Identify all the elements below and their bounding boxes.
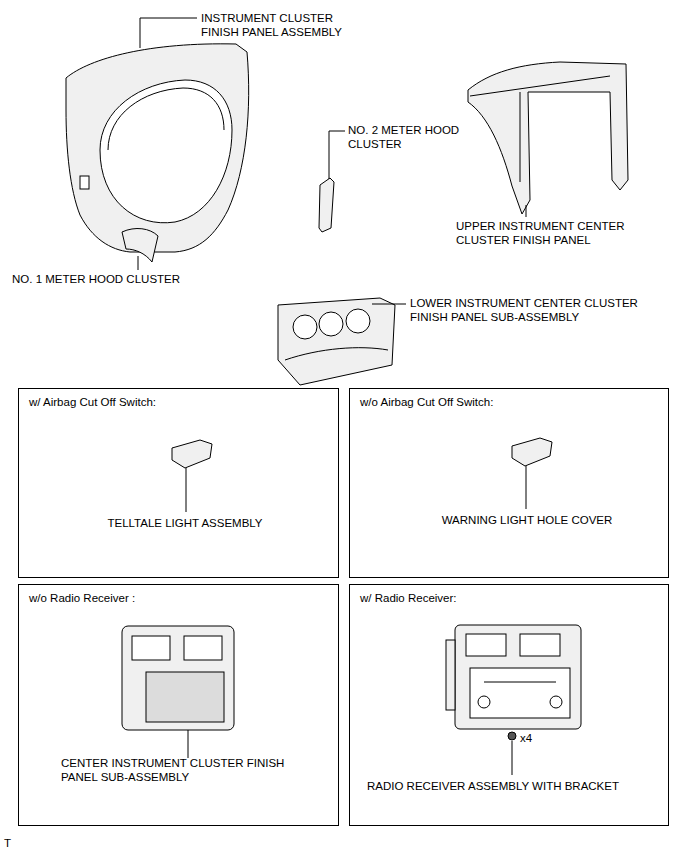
cluster-inner-rim	[108, 88, 224, 150]
meter-hood-1	[122, 229, 158, 262]
radio-slot	[484, 682, 556, 683]
radio-vent	[466, 634, 506, 656]
lower-panel-edge	[285, 348, 388, 360]
leader-line	[526, 466, 527, 509]
part-name: CENTER INSTRUMENT CLUSTER FINISH PANEL S…	[61, 756, 311, 784]
panel-opening	[146, 672, 224, 722]
part-name: INSTRUMENT CLUSTER FINISH PANEL ASSEMBLY	[201, 11, 361, 39]
leader-line	[526, 205, 527, 217]
option-heading: w/ Radio Receiver:	[360, 591, 457, 605]
part-name: WARNING LIGHT HOLE COVER	[397, 513, 657, 527]
part-name: NO. 2 METER HOOD CLUSTER	[348, 123, 473, 151]
bracket	[446, 640, 455, 710]
option-heading: w/o Airbag Cut Off Switch:	[360, 395, 493, 409]
lower-center-panel	[278, 298, 395, 385]
option-heading: w/ Airbag Cut Off Switch:	[29, 395, 156, 409]
upper-panel-edge	[470, 76, 610, 182]
radio-vent	[520, 634, 560, 656]
leader-line	[372, 304, 406, 305]
option-heading: w/o Radio Receiver :	[29, 591, 135, 605]
cluster-hole	[80, 176, 89, 189]
radio-receiver	[455, 625, 581, 729]
cluster-opening	[100, 80, 232, 223]
leader-line	[140, 18, 197, 48]
leader-line	[138, 256, 139, 270]
leader-line	[512, 741, 513, 775]
option-box: w/ Airbag Cut Off Switch: TELLTALE LIGHT …	[18, 388, 339, 578]
knob	[319, 312, 343, 336]
part-name: RADIO RECEIVER ASSEMBLY WITH BRACKET	[367, 779, 657, 793]
warning-cover	[512, 438, 552, 466]
option-box: w/o Radio Receiver : CENTER INSTRUMENT CL…	[18, 584, 339, 826]
radio-knob	[550, 696, 562, 708]
knob	[293, 315, 317, 339]
part-name: UPPER INSTRUMENT CENTER CLUSTER FINISH P…	[456, 219, 646, 247]
part-name: TELLTALE LIGHT ASSEMBLY	[55, 516, 315, 530]
leader-line	[186, 468, 187, 512]
option-box: w/o Airbag Cut Off Switch: WARNING LIGHT …	[349, 388, 669, 578]
panel-vent	[184, 636, 222, 660]
cluster-panel	[66, 44, 249, 252]
leader-line	[329, 131, 345, 179]
quantity-callout: x4	[520, 731, 532, 745]
panel-vent	[132, 636, 170, 660]
part-name: NO. 1 METER HOOD CLUSTER	[12, 272, 212, 286]
telltale-light	[172, 440, 212, 468]
radio-knob	[478, 696, 490, 708]
leader-line	[188, 730, 189, 758]
upper-center-panel	[468, 62, 628, 214]
knob	[346, 309, 370, 333]
meter-hood-2	[319, 178, 334, 232]
figure-code: T	[4, 836, 11, 850]
center-finish-panel	[122, 626, 234, 730]
radio-face	[470, 668, 570, 718]
part-name: LOWER INSTRUMENT CENTER CLUSTER FINISH P…	[410, 296, 642, 324]
option-box: w/ Radio Receiver: x4RADIO RECEIVER ASSEM…	[349, 584, 669, 826]
bolt	[508, 732, 516, 740]
